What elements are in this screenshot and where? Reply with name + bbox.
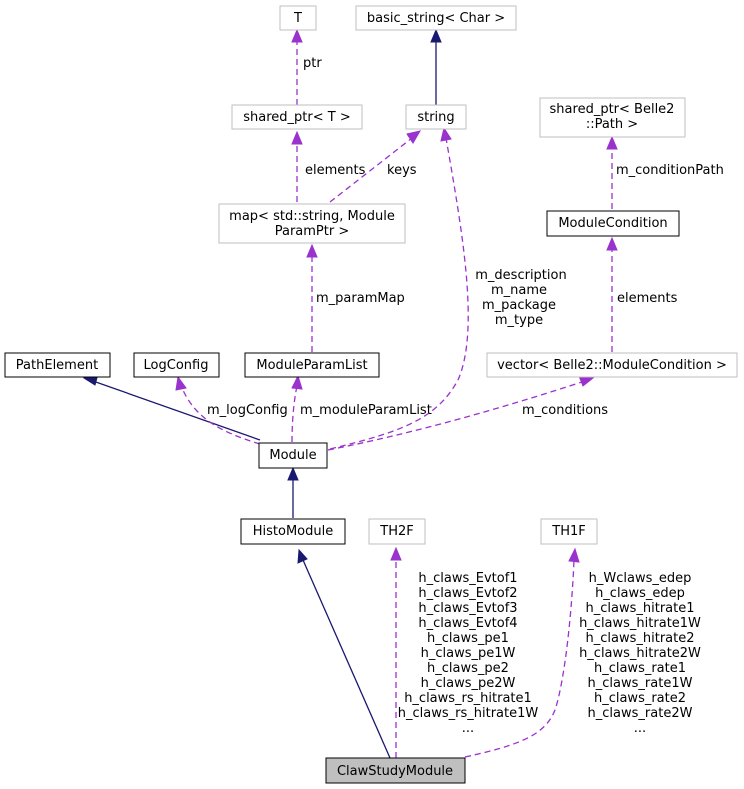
svg-text:vector< Belle2::ModuleConditio: vector< Belle2::ModuleCondition > xyxy=(497,358,727,373)
edge-label-line: h_claws_hitrate1 xyxy=(586,601,695,616)
edge-label-line: h_claws_pe1W xyxy=(421,646,516,661)
edge-label-line: h_claws_Evtof4 xyxy=(418,616,517,631)
edge-label-line: h_claws_hitrate2W xyxy=(579,646,701,661)
edge-label-line: h_claws_Evtof3 xyxy=(418,601,517,616)
edge-label-m-condition-path: m_conditionPath xyxy=(616,163,724,178)
edge-label-m-param-map: m_paramMap xyxy=(316,291,405,306)
node-map[interactable]: map< std::string, Module ParamPtr > xyxy=(218,203,406,244)
edge-ptr-arrowhead xyxy=(291,28,303,43)
edge-label-line: h_Wclaws_edep xyxy=(589,571,692,586)
edge-log-config-arrowhead xyxy=(175,375,187,391)
edge-label-m-description: m_description xyxy=(475,268,566,283)
edge-label-line: ... xyxy=(462,721,474,736)
edge-condition-path-arrowhead xyxy=(606,135,618,150)
edge-label-line: h_claws_rate1W xyxy=(588,676,693,691)
node-basic-string[interactable]: basic_string< Char > xyxy=(355,5,517,31)
edge-label-th2f-members: h_claws_Evtof1h_claws_Evtof2h_claws_Evto… xyxy=(398,571,539,736)
edge-label-line: h_claws_Evtof2 xyxy=(418,586,517,601)
edge-label-line: h_claws_pe2W xyxy=(421,676,516,691)
edge-label-line: h_claws_edep xyxy=(595,586,685,601)
edge-label-elements-vector: elements xyxy=(617,291,678,306)
node-module-param-list[interactable]: ModuleParamList xyxy=(244,352,380,378)
svg-text:shared_ptr< Belle2: shared_ptr< Belle2 xyxy=(550,102,675,117)
edge-label-th1f-members: h_Wclaws_edeph_claws_edeph_claws_hitrate… xyxy=(579,571,701,736)
edge-module-param-list xyxy=(291,385,298,443)
svg-text:ClawStudyModule: ClawStudyModule xyxy=(337,764,453,779)
edge-label-line: h_claws_Evtof1 xyxy=(418,571,517,586)
edge-label-keys: keys xyxy=(387,163,417,178)
node-shared-ptr-t[interactable]: shared_ptr< T > xyxy=(231,104,363,130)
svg-text:::Path >: ::Path > xyxy=(586,117,638,132)
edge-string-inherits-arrowhead xyxy=(430,28,442,43)
edge-label-line: h_claws_rate2W xyxy=(588,706,693,721)
edge-label-line: ... xyxy=(634,721,646,736)
edge-histo-inherits-module-arrowhead xyxy=(287,466,299,481)
svg-text:HistoModule: HistoModule xyxy=(253,524,333,539)
edge-log-config xyxy=(181,387,261,445)
node-th2f[interactable]: TH2F xyxy=(368,518,426,545)
svg-text:Module: Module xyxy=(269,448,316,463)
edge-label-line: h_claws_hitrate2 xyxy=(586,631,695,646)
edge-th1f-members-arrowhead xyxy=(568,547,580,563)
svg-text:PathElement: PathElement xyxy=(16,358,98,373)
edge-module-inherits-path-element xyxy=(92,380,261,441)
node-vector-conditions[interactable]: vector< Belle2::ModuleCondition > xyxy=(486,352,738,378)
svg-text:LogConfig: LogConfig xyxy=(144,358,209,373)
edge-map-elements-arrowhead xyxy=(291,130,303,145)
edge-label-m-name: m_name xyxy=(491,283,547,298)
edge-vector-elements-arrowhead xyxy=(606,236,618,251)
edge-conditions xyxy=(327,381,583,451)
node-claw-study-module[interactable]: ClawStudyModule xyxy=(325,757,466,784)
node-T[interactable]: T xyxy=(279,5,317,31)
edge-label-line: h_claws_rs_hitrate1 xyxy=(404,691,532,706)
node-module-condition[interactable]: ModuleCondition xyxy=(546,210,680,237)
edge-label-line: h_claws_rate2 xyxy=(594,691,686,706)
edge-module-param-list-arrowhead xyxy=(291,374,303,390)
edge-claw-inherits-histo-arrowhead xyxy=(297,548,308,564)
svg-text:TH1F: TH1F xyxy=(551,524,585,539)
node-th1f[interactable]: TH1F xyxy=(540,518,598,545)
edge-map-keys xyxy=(329,137,413,203)
edge-label-m-module-param-list: m_moduleParamList xyxy=(300,403,432,418)
node-string[interactable]: string xyxy=(405,104,467,130)
svg-text:ModuleCondition: ModuleCondition xyxy=(558,216,667,231)
svg-text:string: string xyxy=(417,110,454,125)
edge-param-map-arrowhead xyxy=(306,243,318,258)
edge-label-line: h_claws_pe2 xyxy=(427,661,509,676)
edge-label-line: h_claws_hitrate1W xyxy=(579,616,701,631)
node-module[interactable]: Module xyxy=(258,442,328,469)
edge-module-strings xyxy=(329,137,469,450)
edge-label-ptr: ptr xyxy=(303,56,322,71)
edge-th2f-members-arrowhead xyxy=(390,546,402,561)
node-histo-module[interactable]: HistoModule xyxy=(240,518,346,545)
edge-label-elements-map: elements xyxy=(305,163,366,178)
edge-label-m-type: m_type xyxy=(495,313,543,328)
edge-label-m-log-config: m_logConfig xyxy=(207,403,288,418)
svg-text:map< std::string, Module: map< std::string, Module xyxy=(229,209,395,224)
svg-text:basic_string< Char >: basic_string< Char > xyxy=(367,11,505,26)
node-log-config[interactable]: LogConfig xyxy=(133,352,220,378)
svg-text:T: T xyxy=(293,11,302,26)
edge-label-line: h_claws_rs_hitrate1W xyxy=(398,706,539,721)
svg-text:ParamPtr >: ParamPtr > xyxy=(275,224,350,239)
edge-claw-inherits-histo xyxy=(302,559,391,759)
svg-text:ModuleParamList: ModuleParamList xyxy=(256,358,367,373)
edge-map-keys-arrowhead xyxy=(406,130,422,144)
svg-text:shared_ptr< T >: shared_ptr< T > xyxy=(243,110,350,125)
edge-label-m-package: m_package xyxy=(482,298,556,313)
edge-label-line: h_claws_pe1 xyxy=(427,631,509,646)
edge-module-strings-arrowhead xyxy=(440,126,452,142)
edge-th1f-members xyxy=(464,559,575,758)
node-path-element[interactable]: PathElement xyxy=(4,352,111,378)
svg-text:TH2F: TH2F xyxy=(379,524,413,539)
edge-label-m-conditions: m_conditions xyxy=(522,403,608,418)
edge-label-line: h_claws_rate1 xyxy=(594,661,686,676)
node-shared-ptr-path[interactable]: shared_ptr< Belle2 ::Path > xyxy=(539,97,686,138)
